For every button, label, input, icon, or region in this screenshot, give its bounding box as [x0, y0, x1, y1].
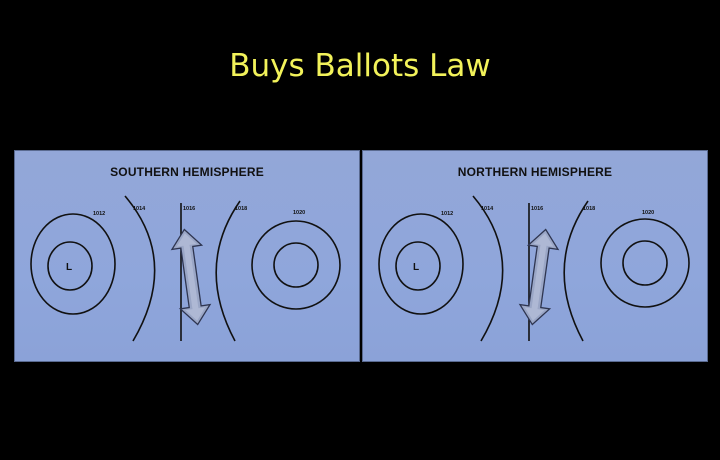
- isobar-label: 1018: [235, 206, 247, 212]
- isobar-diagram: L 1012 1014 1016 1018 1020: [378, 195, 690, 342]
- isobar-low-outer: [378, 213, 464, 315]
- northern-hemisphere-panel: NORTHERN HEMISPHERE L 1012 1014 1016 101…: [362, 150, 708, 362]
- isobar-high-inner: [273, 242, 319, 288]
- southern-hemisphere-panel: SOUTHERN HEMISPHERE L 1012 1014 1016 101…: [14, 150, 360, 362]
- isobar-high-outer: [251, 220, 341, 310]
- low-pressure-label: L: [66, 262, 72, 273]
- isobar-label: 1020: [642, 210, 654, 216]
- panel-heading: SOUTHERN HEMISPHERE: [110, 165, 264, 179]
- isobar-low-inner: [395, 241, 441, 291]
- isobar-high-outer: [600, 218, 690, 308]
- low-pressure-label: L: [413, 262, 419, 273]
- isobar-low-inner: [47, 241, 93, 291]
- slide-title: Buys Ballots Law: [229, 48, 491, 84]
- isobar-label: 1012: [93, 211, 105, 217]
- isobar-high-inner: [622, 240, 668, 286]
- isobar-1014: [124, 195, 156, 342]
- isobar-1014: [472, 195, 504, 342]
- double-arrow-icon: [170, 228, 212, 326]
- isobar-label: 1018: [583, 206, 595, 212]
- isobar-label: 1016: [183, 206, 195, 212]
- isobar-label: 1014: [133, 206, 146, 212]
- isobar-label: 1020: [293, 210, 305, 216]
- isobar-1018: [215, 200, 241, 342]
- isobar-1018: [563, 200, 589, 342]
- isobar-label: 1016: [531, 206, 543, 212]
- isobar-low-outer: [30, 213, 116, 315]
- panel-heading: NORTHERN HEMISPHERE: [457, 165, 613, 179]
- double-arrow-icon: [518, 228, 560, 326]
- isobar-diagram: L 1012 1014 1016 1018 1020: [30, 195, 341, 342]
- isobar-label: 1012: [441, 211, 453, 217]
- isobar-label: 1014: [481, 206, 494, 212]
